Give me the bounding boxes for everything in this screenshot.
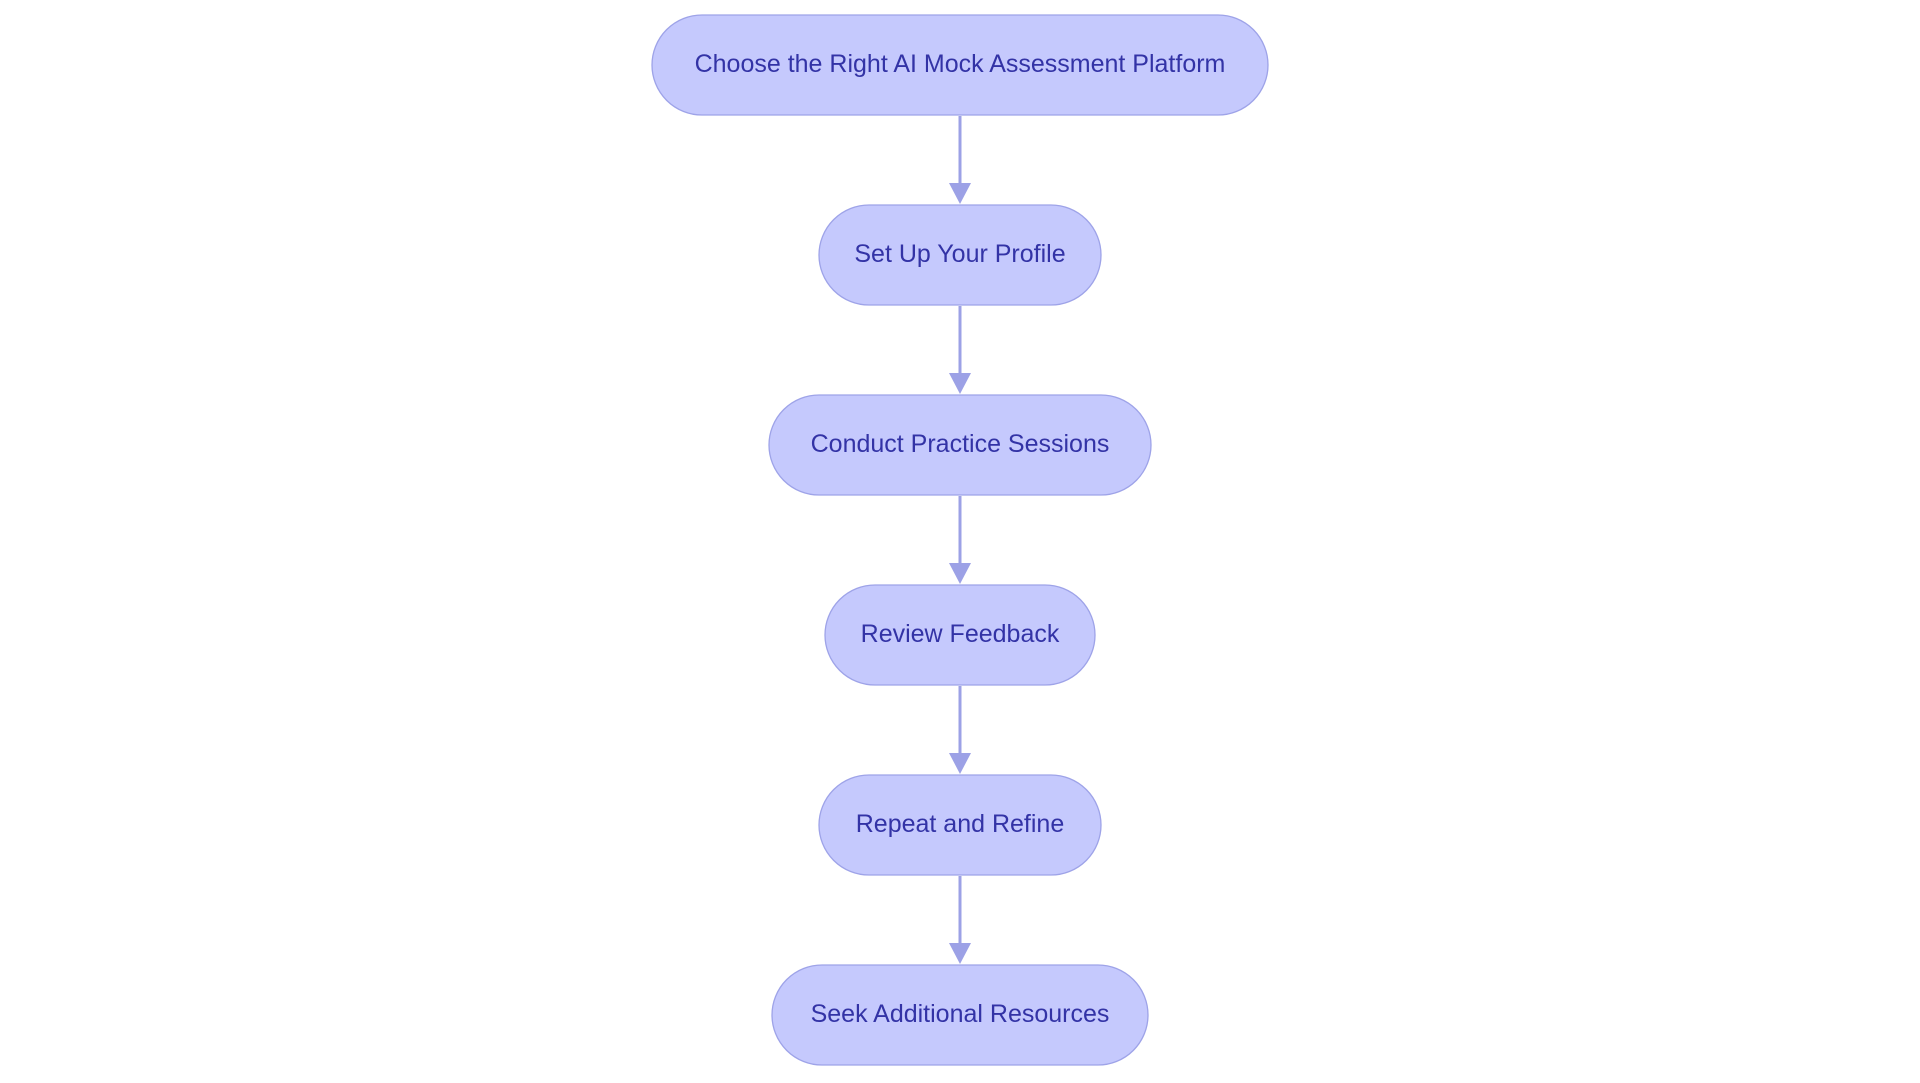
edge-profile-to-practice bbox=[949, 306, 971, 394]
step-choose-platform-label: Choose the Right AI Mock Assessment Plat… bbox=[695, 50, 1226, 78]
edge-choose-to-profile bbox=[949, 116, 971, 204]
step-review-feedback-label: Review Feedback bbox=[861, 620, 1060, 648]
step-conduct-practice-label: Conduct Practice Sessions bbox=[811, 430, 1110, 458]
step-seek-resources-label: Seek Additional Resources bbox=[811, 1000, 1110, 1028]
step-seek-resources: Seek Additional Resources bbox=[771, 964, 1149, 1066]
step-conduct-practice: Conduct Practice Sessions bbox=[768, 394, 1152, 496]
edge-practice-to-feedback bbox=[949, 496, 971, 584]
edge-repeat-to-resources bbox=[949, 876, 971, 964]
edge-feedback-to-repeat bbox=[949, 686, 971, 774]
step-review-feedback: Review Feedback bbox=[824, 584, 1096, 686]
step-repeat-refine: Repeat and Refine bbox=[818, 774, 1102, 876]
step-set-up-profile-label: Set Up Your Profile bbox=[854, 240, 1065, 268]
step-repeat-refine-label: Repeat and Refine bbox=[856, 810, 1064, 838]
step-set-up-profile: Set Up Your Profile bbox=[818, 204, 1102, 306]
step-choose-platform: Choose the Right AI Mock Assessment Plat… bbox=[651, 14, 1269, 116]
